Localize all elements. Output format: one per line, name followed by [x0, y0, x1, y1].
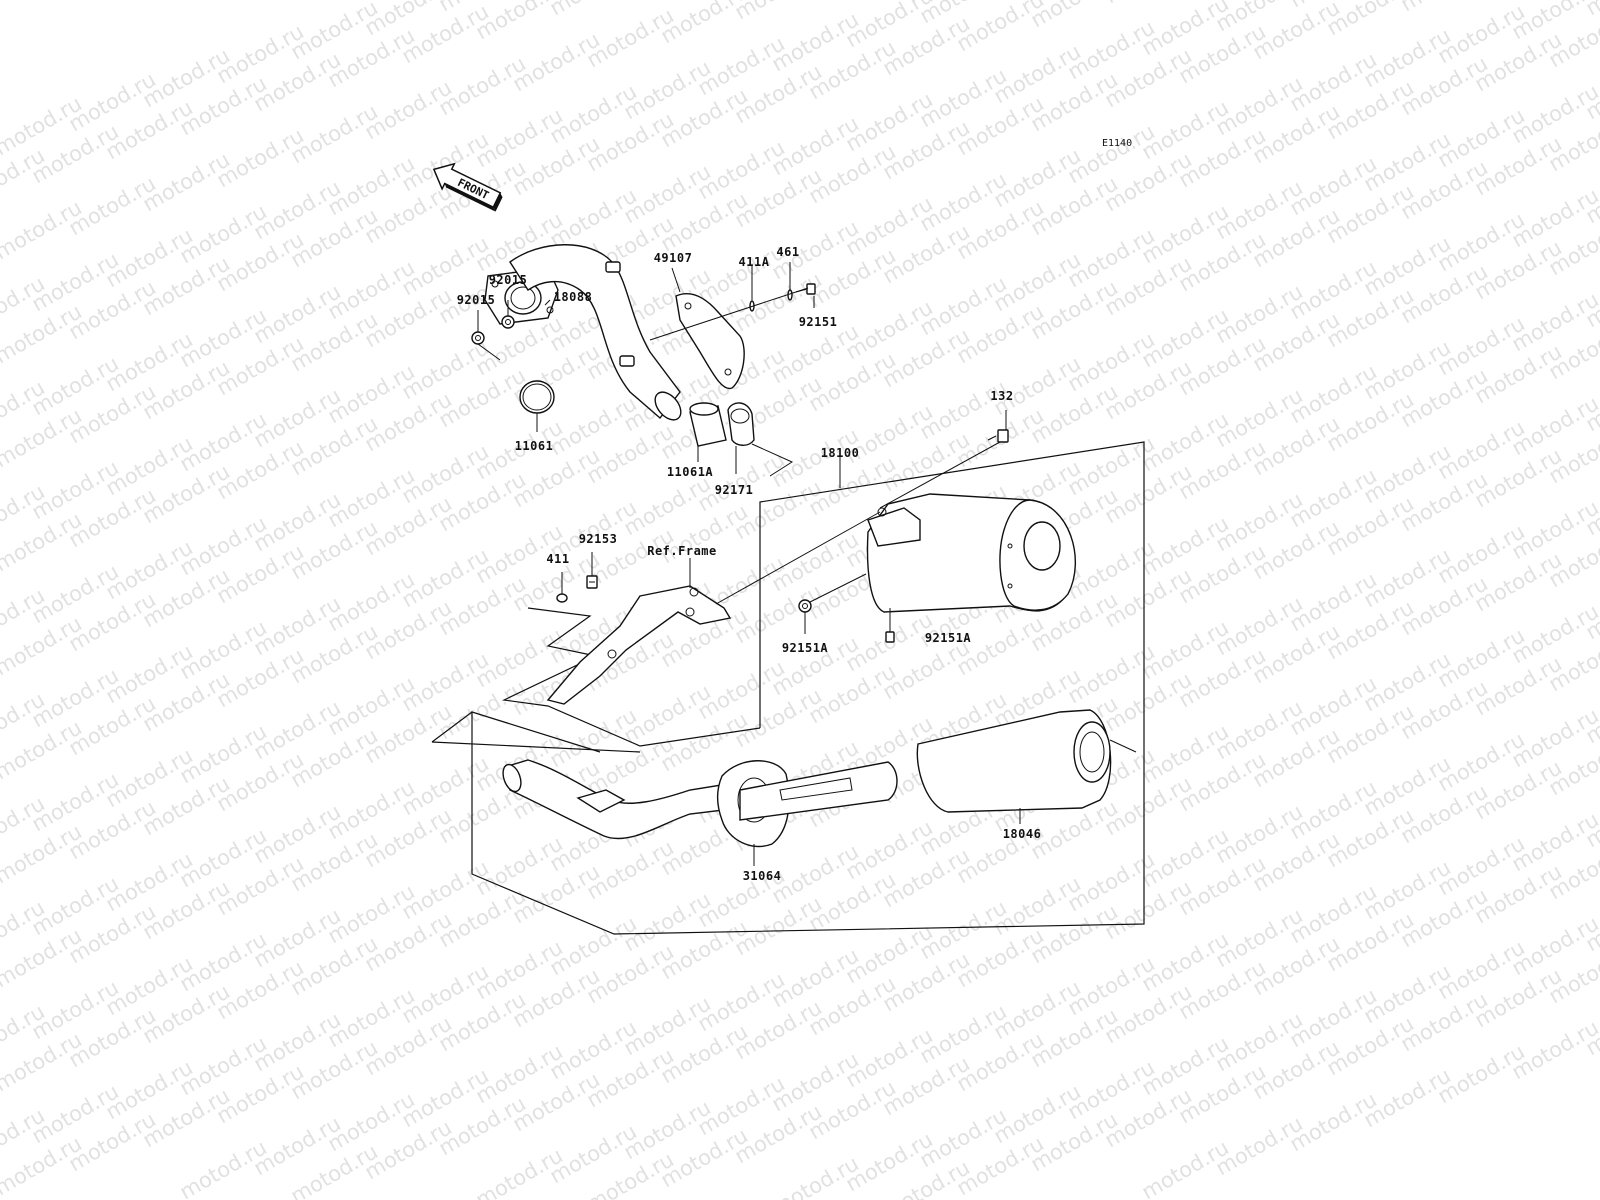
- label-18088: 18088: [554, 290, 593, 304]
- frame-bracket: [546, 585, 732, 705]
- label-461: 461: [776, 245, 799, 259]
- packing-plate-31064: [716, 760, 898, 848]
- label-92153: 92153: [579, 532, 618, 546]
- watermark-text: motod.ru: [1397, 0, 1492, 16]
- label-132: 132: [990, 389, 1013, 403]
- label-ref-frame: Ref.Frame: [647, 544, 717, 558]
- label-92151A-right: 92151A: [925, 631, 972, 645]
- label-18046: 18046: [1003, 827, 1042, 841]
- label-411A: 411A: [739, 255, 770, 269]
- ref-frame-outline: [501, 607, 761, 747]
- bolt-92153: [586, 575, 598, 589]
- gasket-11061A: [689, 402, 727, 447]
- washer-411: [556, 593, 568, 603]
- outer-shell-18046: [916, 709, 1137, 813]
- watermark-text: motod.ru: [1101, 0, 1196, 8]
- assembly-frame-18100: [471, 441, 1145, 935]
- bolt-92151A-left: [798, 599, 812, 613]
- label-411: 411: [546, 552, 569, 566]
- label-49107: 49107: [654, 251, 693, 265]
- nut-92015-b: [501, 315, 515, 329]
- clamp-92171: [727, 402, 755, 446]
- label-11061: 11061: [515, 439, 554, 453]
- silencer-18100: [866, 493, 1076, 613]
- label-18100: 18100: [821, 446, 860, 460]
- label-92171: 92171: [715, 483, 754, 497]
- diagram-code: E1140: [1102, 138, 1132, 149]
- washer-461: [787, 289, 793, 301]
- header-pipe-18088: [484, 244, 682, 421]
- watermark-text: motod.ru: [546, 0, 641, 20]
- label-92151A-left: 92151A: [782, 641, 829, 655]
- heat-guard-49107: [675, 293, 745, 390]
- bolt-132: [987, 429, 1009, 443]
- label-31064: 31064: [743, 869, 782, 883]
- watermark-text: motod.ru: [1582, 0, 1600, 20]
- watermark-text: motod.ru: [1027, 0, 1122, 32]
- label-92015-a: 92015: [457, 293, 496, 307]
- watermark-text: motod.ru: [731, 0, 826, 24]
- bolt-92151A-right: [885, 631, 895, 643]
- gasket-11061: [519, 380, 555, 414]
- label-11061A: 11061A: [667, 465, 714, 479]
- label-92151: 92151: [799, 315, 838, 329]
- label-92015-b: 92015: [489, 273, 528, 287]
- nut-92015-a: [471, 331, 485, 345]
- front-arrow-icon: FRONT: [432, 162, 503, 212]
